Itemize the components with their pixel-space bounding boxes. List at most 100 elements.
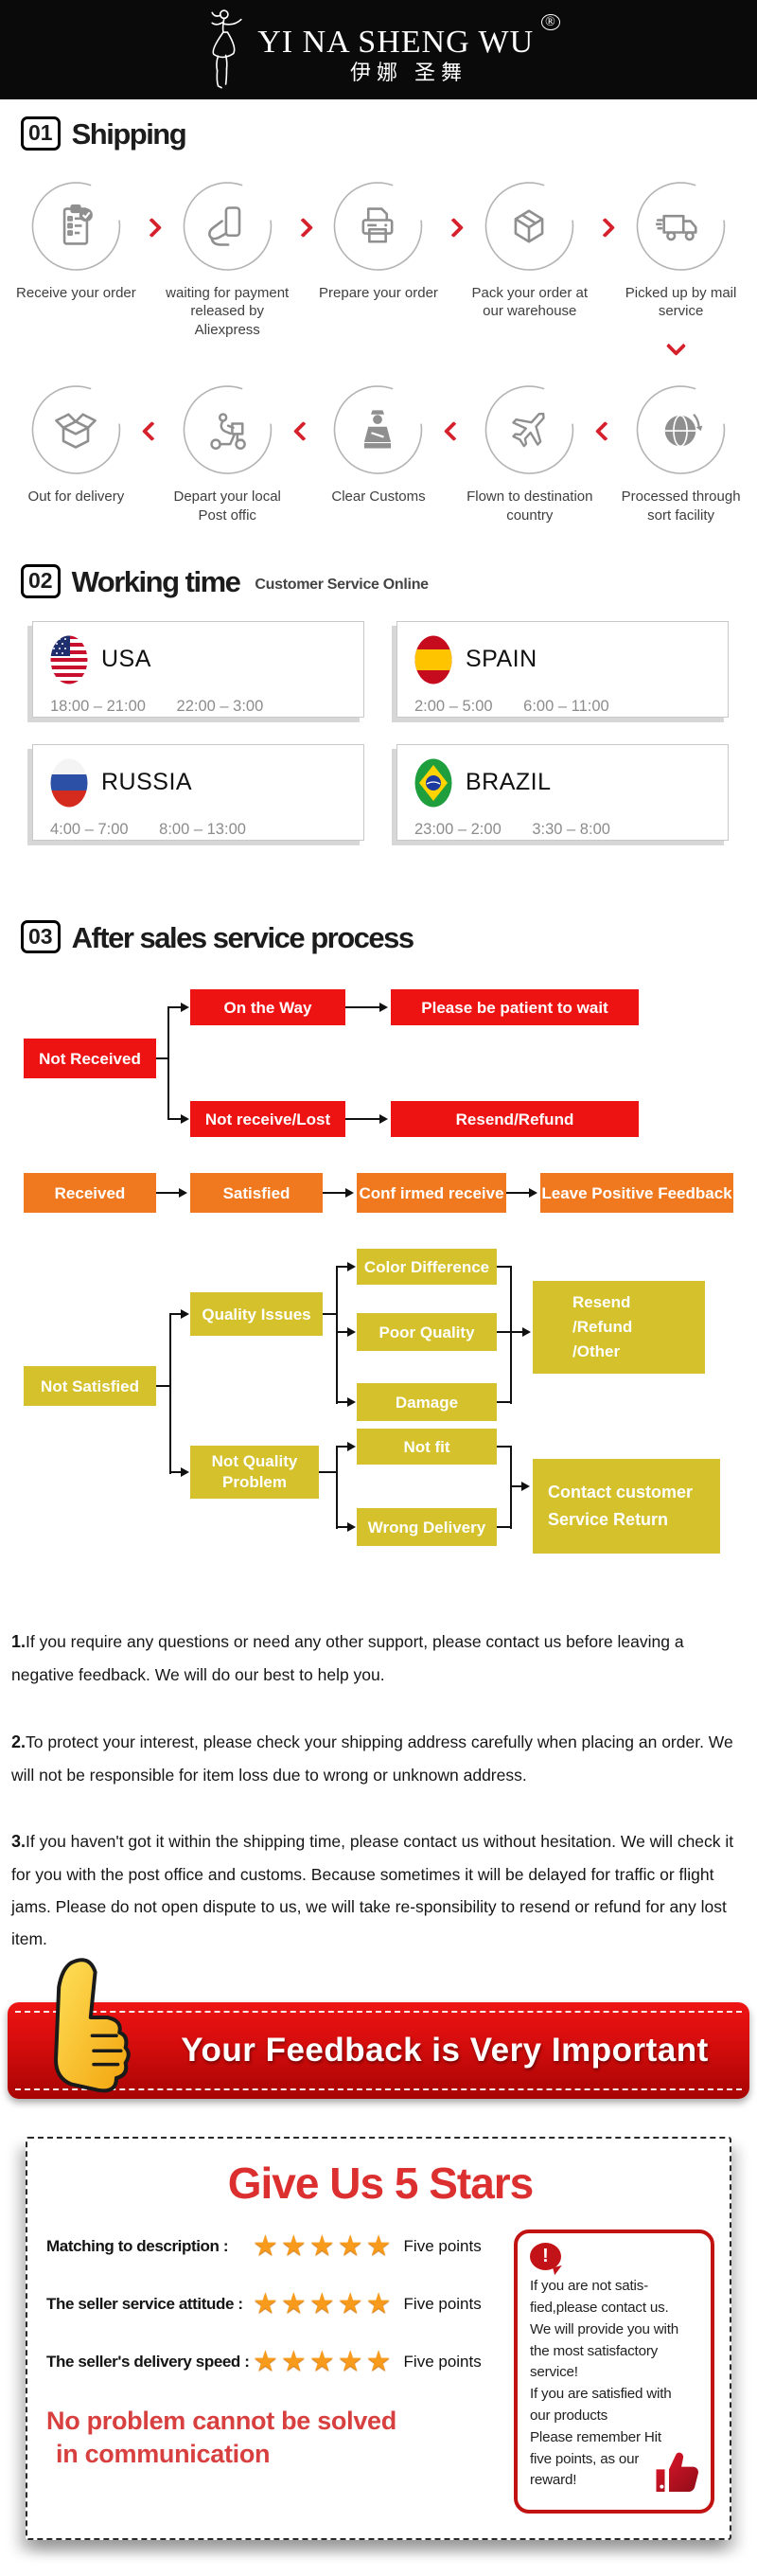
step-circle — [328, 175, 428, 275]
flow-box-contact-customer: Contact customer Service Return — [533, 1459, 720, 1554]
arrowhead-icon — [521, 1481, 530, 1491]
shipping-step: Prepare your order — [310, 175, 448, 340]
step-circle — [631, 175, 731, 275]
connector — [156, 1192, 181, 1195]
flow-not-received-group: Not Received On the Way Please be patien… — [24, 980, 733, 1148]
notice-line: If you are satisfied with — [530, 2386, 672, 2403]
arrowhead-icon — [179, 1187, 187, 1198]
country-name: BRAZIL — [466, 769, 552, 796]
arrowhead-icon — [522, 1326, 531, 1337]
step-label: Depart your local Post offic — [173, 489, 281, 524]
country-row: USA — [50, 635, 363, 684]
banner-dashed-lines — [15, 2011, 742, 2091]
flow-box-damage: Damage — [357, 1383, 497, 1422]
policy-notes: 1.If you require any questions or need a… — [11, 1626, 746, 1955]
rating-rows: Matching to description : Five points Th… — [46, 2230, 501, 2514]
section-number: 03 — [21, 919, 61, 954]
flow-box-be-patient: Please be patient to wait — [391, 989, 639, 1026]
connector — [345, 1118, 381, 1121]
red-thumbs-up-icon — [656, 2452, 698, 2493]
working-time-card-russia: RUSSIA 4:00 – 7:00 8:00 – 13:00 — [32, 743, 364, 841]
globe-icon — [664, 414, 703, 448]
connector — [510, 1266, 512, 1405]
shipping-step: Receive your order — [8, 175, 145, 340]
flow-box-line: Not Quality — [211, 1452, 298, 1471]
points-label: Five points — [403, 2294, 482, 2313]
flow-chevron — [141, 420, 162, 524]
notice-line: the most satisfactory — [530, 2342, 659, 2359]
working-time-card-spain: SPAIN 2:00 – 5:00 6:00 – 11:00 — [396, 620, 729, 718]
satisfaction-notice-box: ! If you are not satis- fied,please cont… — [514, 2230, 714, 2514]
time-range: 22:00 – 3:00 — [176, 697, 264, 715]
time-range: 18:00 – 21:00 — [50, 697, 146, 715]
notice-line: reward! — [530, 2472, 577, 2489]
working-time-card-usa: USA 18:00 – 21:00 22:00 – 3:00 — [32, 620, 364, 718]
arrowhead-icon — [379, 1002, 388, 1012]
connector — [497, 1331, 512, 1334]
communication-slogan: No problem cannot be solved in communica… — [46, 2405, 501, 2471]
flow-received-group: Received Satisfied Conf irmed receive Le… — [24, 1173, 733, 1214]
five-star-icons — [253, 2345, 395, 2378]
flow-box-line: /Other — [572, 1342, 621, 1361]
rating-label: Matching to description : — [46, 2236, 229, 2255]
flow-box-color-difference: Color Difference — [357, 1249, 497, 1286]
connector — [336, 1401, 349, 1404]
rating-row: Matching to description : Five points — [46, 2230, 501, 2263]
rating-label: The seller's delivery speed : — [46, 2352, 250, 2371]
arrowhead-icon — [181, 1308, 189, 1319]
flow-chevron — [595, 217, 616, 340]
step-label: Processed through sort facility — [621, 489, 741, 524]
flow-chevron — [444, 420, 465, 524]
country-name: RUSSIA — [101, 769, 193, 796]
flow-box-satisfied: Satisfied — [190, 1173, 323, 1214]
country-row: RUSSIA — [50, 758, 363, 808]
arc-circle — [484, 385, 574, 474]
arrowhead-icon — [529, 1187, 537, 1198]
time-range: 2:00 – 5:00 — [414, 697, 493, 715]
connector — [169, 1471, 183, 1474]
arc-circle — [183, 181, 272, 271]
step-label: Picked up by mail service — [625, 284, 737, 320]
section-number: 01 — [21, 116, 61, 151]
country-hours: 18:00 – 21:00 22:00 – 3:00 — [50, 698, 363, 716]
arc-circle — [334, 385, 423, 474]
chevron-down-icon — [665, 335, 687, 357]
step-circle — [26, 175, 126, 275]
flow-chevron — [292, 420, 313, 524]
country-name: SPAIN — [466, 646, 537, 673]
note-number: 3. — [11, 1831, 26, 1851]
arrowhead-icon — [347, 1441, 356, 1451]
arc-circle — [334, 181, 423, 271]
five-stars-panel: Give Us 5 Stars Matching to description … — [26, 2137, 731, 2541]
star-icon — [338, 2288, 366, 2319]
notice-line: service! — [530, 2364, 578, 2381]
banner-title: Your Feedback is Very Important — [181, 2032, 709, 2070]
arc-circle — [31, 385, 121, 474]
arc-circle — [484, 181, 574, 271]
connector — [510, 1446, 512, 1530]
connector — [336, 1446, 338, 1530]
star-icon — [309, 2230, 338, 2262]
arrowhead-icon — [347, 1261, 356, 1271]
star-icon — [253, 2346, 281, 2377]
note-number: 1. — [11, 1632, 26, 1652]
connector — [336, 1331, 349, 1334]
working-time-card-brazil: BRAZIL 23:00 – 2:00 3:30 – 8:00 — [396, 743, 729, 841]
arrowhead-icon — [181, 1002, 189, 1012]
arrowhead-icon — [181, 1466, 189, 1477]
brazil-flag-icon — [414, 758, 452, 808]
flow-box-resend-refund-other: Resend /Refund /Other — [533, 1281, 705, 1375]
section-title: After sales service process — [71, 920, 415, 954]
step-circle — [480, 379, 579, 478]
russia-flag-icon — [50, 758, 88, 808]
package-box-icon — [514, 209, 544, 243]
delivery-truck-icon — [656, 214, 697, 240]
flow-box-confirmed-receive: Conf irmed receive — [357, 1173, 506, 1214]
connector — [510, 1485, 523, 1488]
arrowhead-icon — [347, 1396, 356, 1407]
thumbs-up-icon — [54, 1958, 131, 2093]
notice-line: If you are not satis- — [530, 2278, 648, 2295]
connector — [319, 1471, 338, 1474]
time-range: 4:00 – 7:00 — [50, 820, 129, 838]
flow-box-not-receive-lost: Not receive/Lost — [190, 1101, 345, 1138]
